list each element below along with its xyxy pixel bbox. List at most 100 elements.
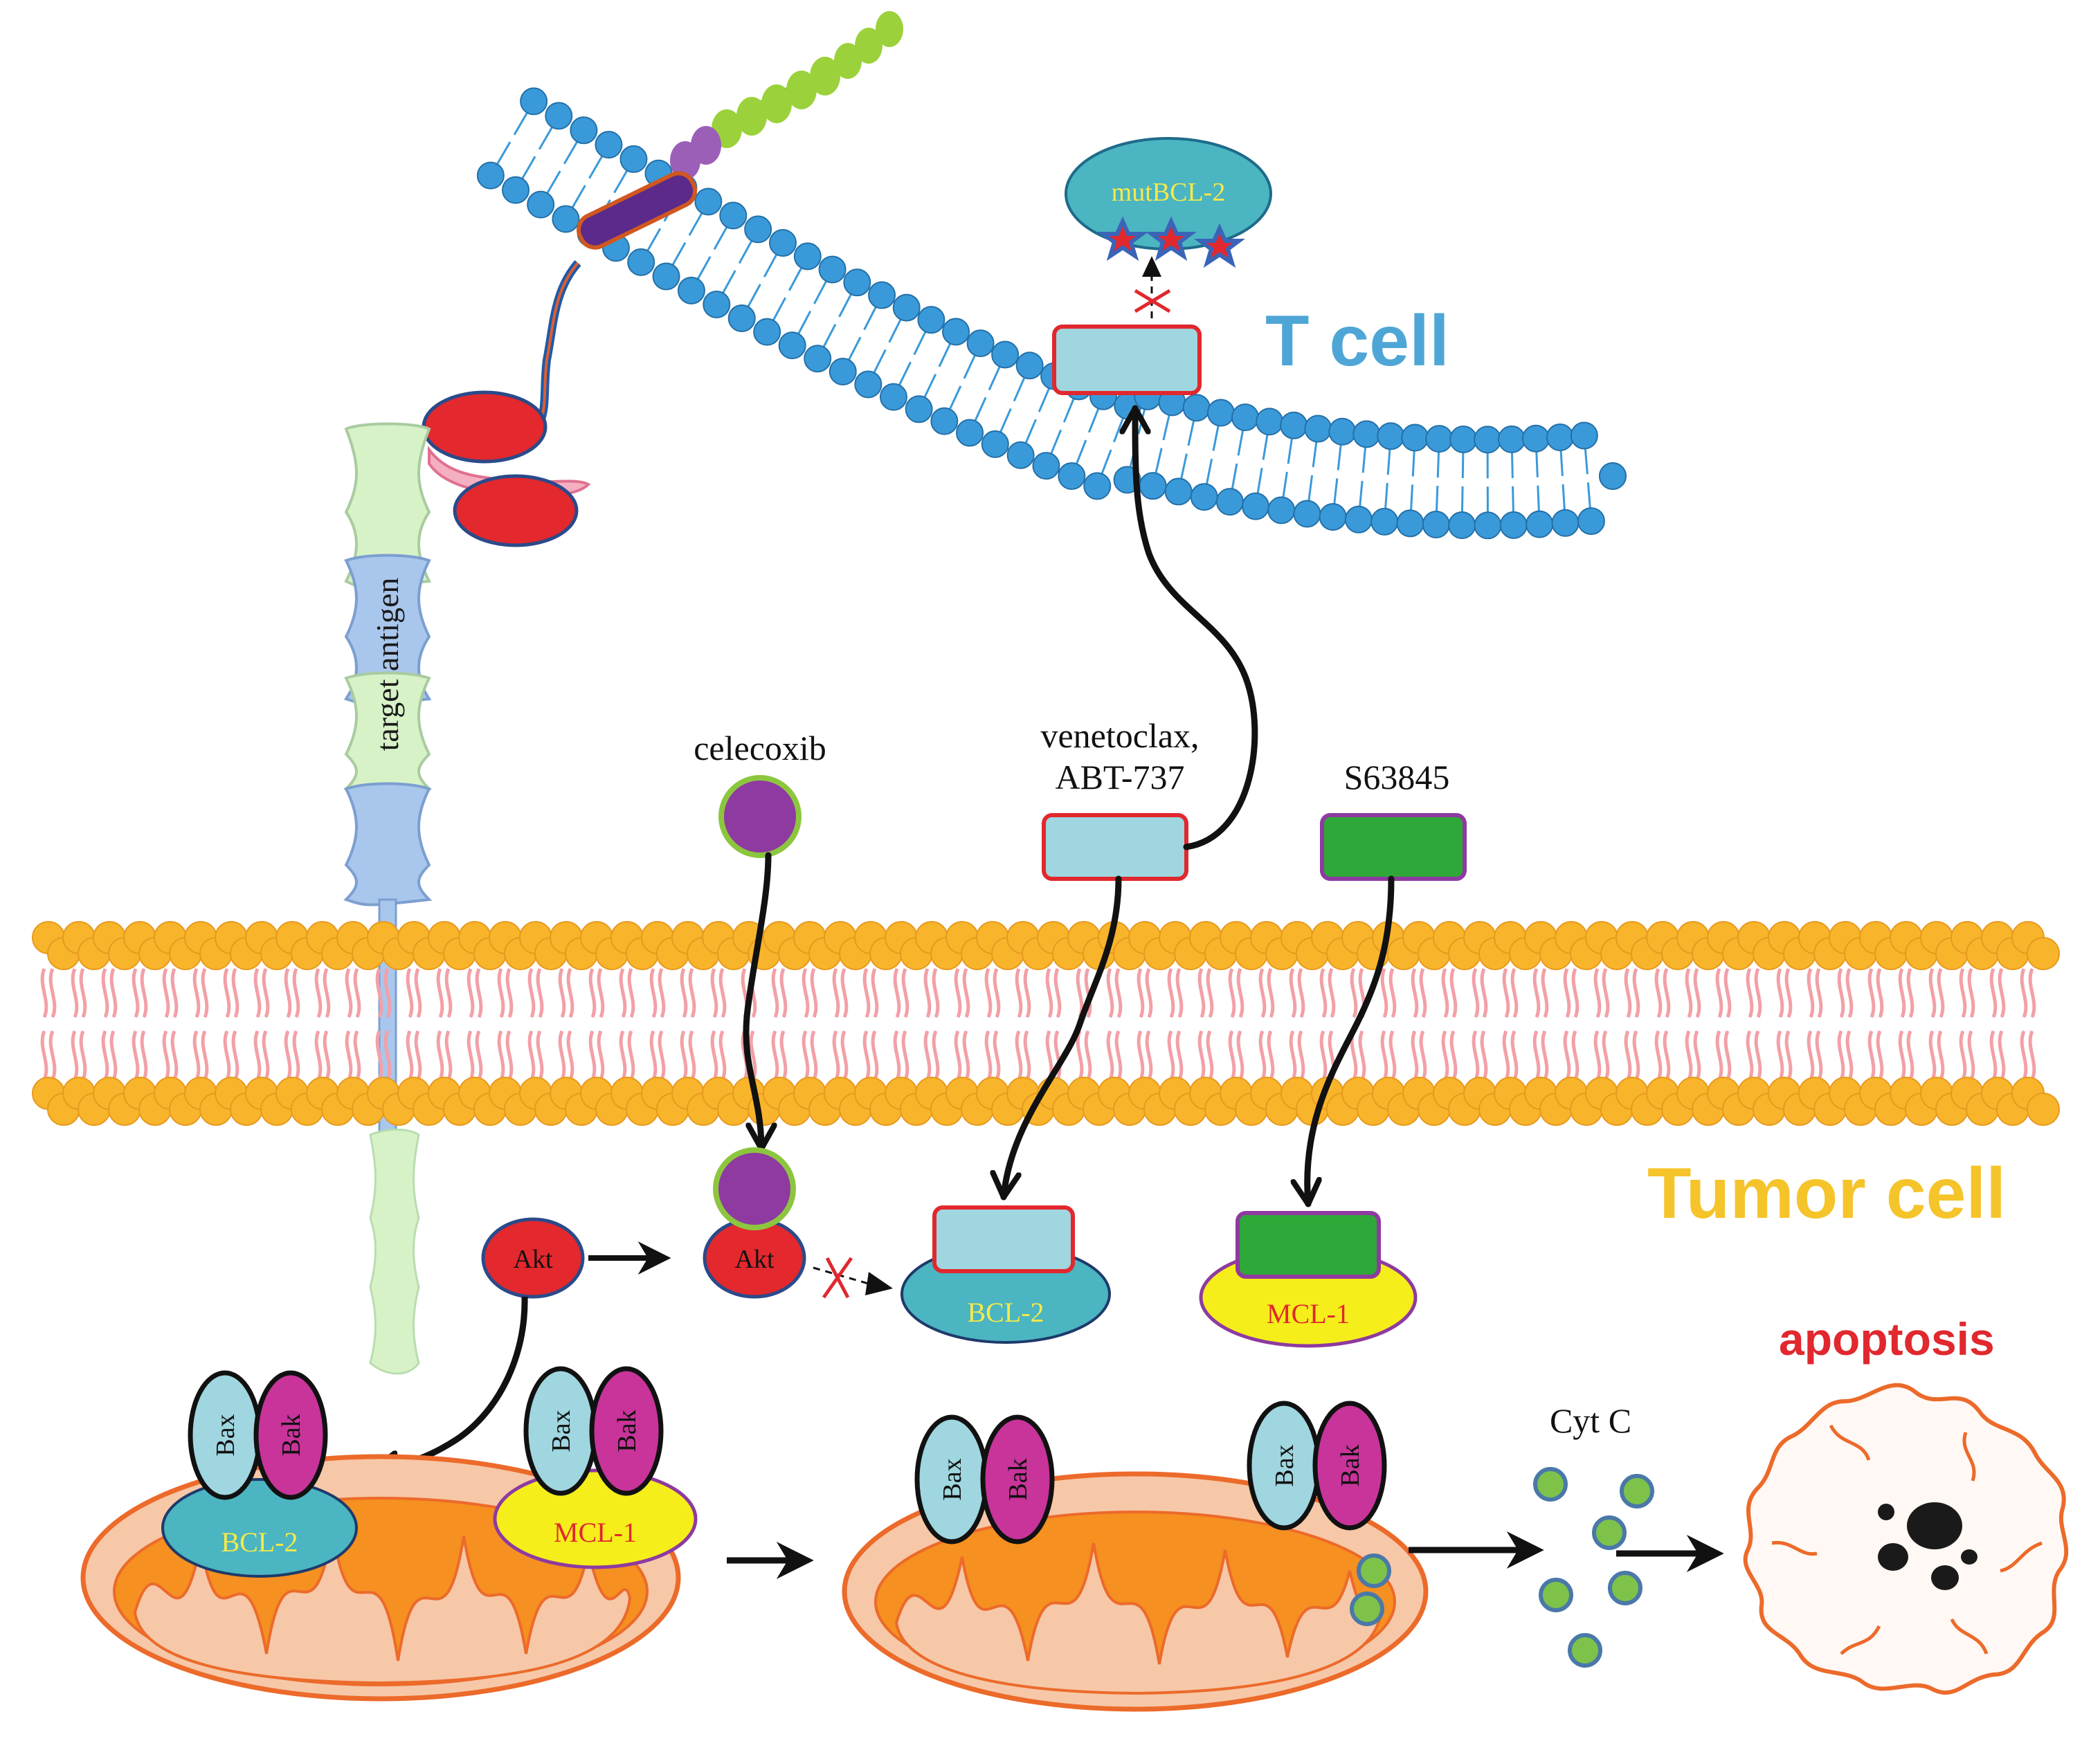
lipid-head [1449, 426, 1478, 454]
lipid-tail [1584, 448, 1588, 475]
lipid-tail [1663, 968, 1671, 1018]
lipid-tail [1197, 968, 1206, 1018]
lipid-head [619, 145, 648, 173]
lipid-tail [1114, 968, 1123, 1018]
lipid-tail [1541, 968, 1549, 1018]
bax-label-2: Bax [547, 1410, 576, 1452]
lipid-tail [779, 1030, 788, 1080]
lipid-head [879, 383, 907, 411]
lipid-tail [1502, 1030, 1510, 1080]
mcl1-target: MCL-1 [1199, 1211, 1418, 1348]
lipid-tail [1137, 968, 1145, 1018]
lipid-tail [1258, 1030, 1267, 1080]
lipid-tail [314, 1030, 323, 1080]
lipid-tail [1937, 1030, 1945, 1080]
lipid-tail [962, 968, 970, 1018]
lipid-tail [1015, 968, 1023, 1018]
bcl2-target-label: BCL-2 [967, 1297, 1044, 1328]
cyt-c-label: Cyt C [1550, 1401, 1631, 1440]
lipid-tail [536, 968, 544, 1018]
lipid-tail [1380, 1030, 1388, 1080]
lipid-head [905, 395, 933, 423]
abt737-label: ABT-737 [1055, 758, 1184, 796]
lipid-head [1304, 414, 1332, 443]
lipid-head [768, 229, 797, 257]
lipid-tail [1663, 1030, 1671, 1080]
lipid-tail [658, 968, 666, 1018]
lipid-tail [1906, 968, 1915, 1018]
lipid-tail [292, 968, 300, 1018]
t-cell-label: T cell [1265, 301, 1449, 381]
lipid-tail [1784, 968, 1793, 1018]
lipid-head [1032, 452, 1060, 480]
lipid-tail [1715, 968, 1723, 1018]
lipid-tail [680, 1030, 688, 1080]
lipid-tail [1145, 968, 1153, 1018]
lipid-tail [201, 968, 209, 1018]
lipid-tail [797, 310, 812, 335]
venetoclax-label: venetoclax, [1040, 716, 1199, 755]
lipid-tail [888, 318, 903, 343]
lipid-tail [345, 1030, 353, 1080]
lipid-tail [375, 968, 383, 1018]
lipid-tail [1754, 968, 1762, 1018]
lipid-head [502, 176, 530, 204]
pathway-arrows [743, 405, 1395, 1207]
lipid-head [793, 242, 822, 271]
lipid-tail [475, 1030, 483, 1080]
lipid-tail [1197, 1030, 1206, 1080]
lipid-tail [1049, 429, 1062, 455]
lipid-tail [1076, 1030, 1084, 1080]
lipid-tail [1053, 968, 1062, 1018]
lipid-tail [1319, 1030, 1328, 1080]
lipid-tail [974, 397, 987, 422]
lipid-tail [1297, 968, 1305, 1018]
cyt-c-released-in-mito [1350, 1553, 1391, 1626]
lipid-tail [988, 365, 1002, 391]
lipid-tail [832, 1030, 840, 1080]
lipid-tail [1998, 1030, 2006, 1080]
lipid-tail [436, 968, 444, 1018]
lipid-tail [1776, 1030, 1784, 1080]
lipid-tail [718, 1030, 727, 1080]
lipid-tail [71, 1030, 79, 1080]
lipid-tail [597, 1030, 605, 1080]
lipid-tail [1480, 1030, 1488, 1080]
lipid-head [545, 102, 573, 130]
lipid-tail [1472, 968, 1480, 1018]
car-scfv [422, 260, 591, 547]
lipid-tail [101, 1030, 109, 1080]
lipid-tail [1212, 424, 1220, 451]
lipid-head [753, 318, 781, 346]
lipid-tail [619, 968, 627, 1018]
lipid-tail [1179, 453, 1188, 480]
lipid-head [1182, 394, 1211, 422]
lipid-tail [1350, 968, 1358, 1018]
lipid-tail [231, 1030, 239, 1080]
lipid-tail [1205, 458, 1213, 485]
lipid-tail [1602, 968, 1610, 1018]
lipid-tail [747, 284, 761, 308]
lipid-tail [1480, 968, 1488, 1018]
lipid-tail [40, 1030, 48, 1080]
block-x-icon [1134, 289, 1171, 313]
lipid-tail [1411, 1030, 1419, 1080]
lipid-tail [192, 1030, 201, 1080]
lipid-tail [1815, 968, 1823, 1018]
lipid-tail [2028, 968, 2036, 1018]
lipid-tail [1959, 1030, 1967, 1080]
lipid-tail [1532, 1030, 1541, 1080]
lipid-tail [871, 1030, 879, 1080]
lipid-tail [101, 968, 109, 1018]
lipid-tail [1155, 448, 1163, 474]
lipid-tail [1175, 1030, 1184, 1080]
lipid-tail [1654, 968, 1663, 1018]
lipid-tail [893, 1030, 901, 1080]
bax-bak-pore-1: Bax Bak [914, 1414, 1055, 1544]
lipid-tail [649, 968, 658, 1018]
lipid-head [917, 306, 945, 334]
lipid-tail [1206, 1030, 1214, 1080]
lipid-tail [1685, 968, 1693, 1018]
lipid-tail [1236, 968, 1244, 1018]
